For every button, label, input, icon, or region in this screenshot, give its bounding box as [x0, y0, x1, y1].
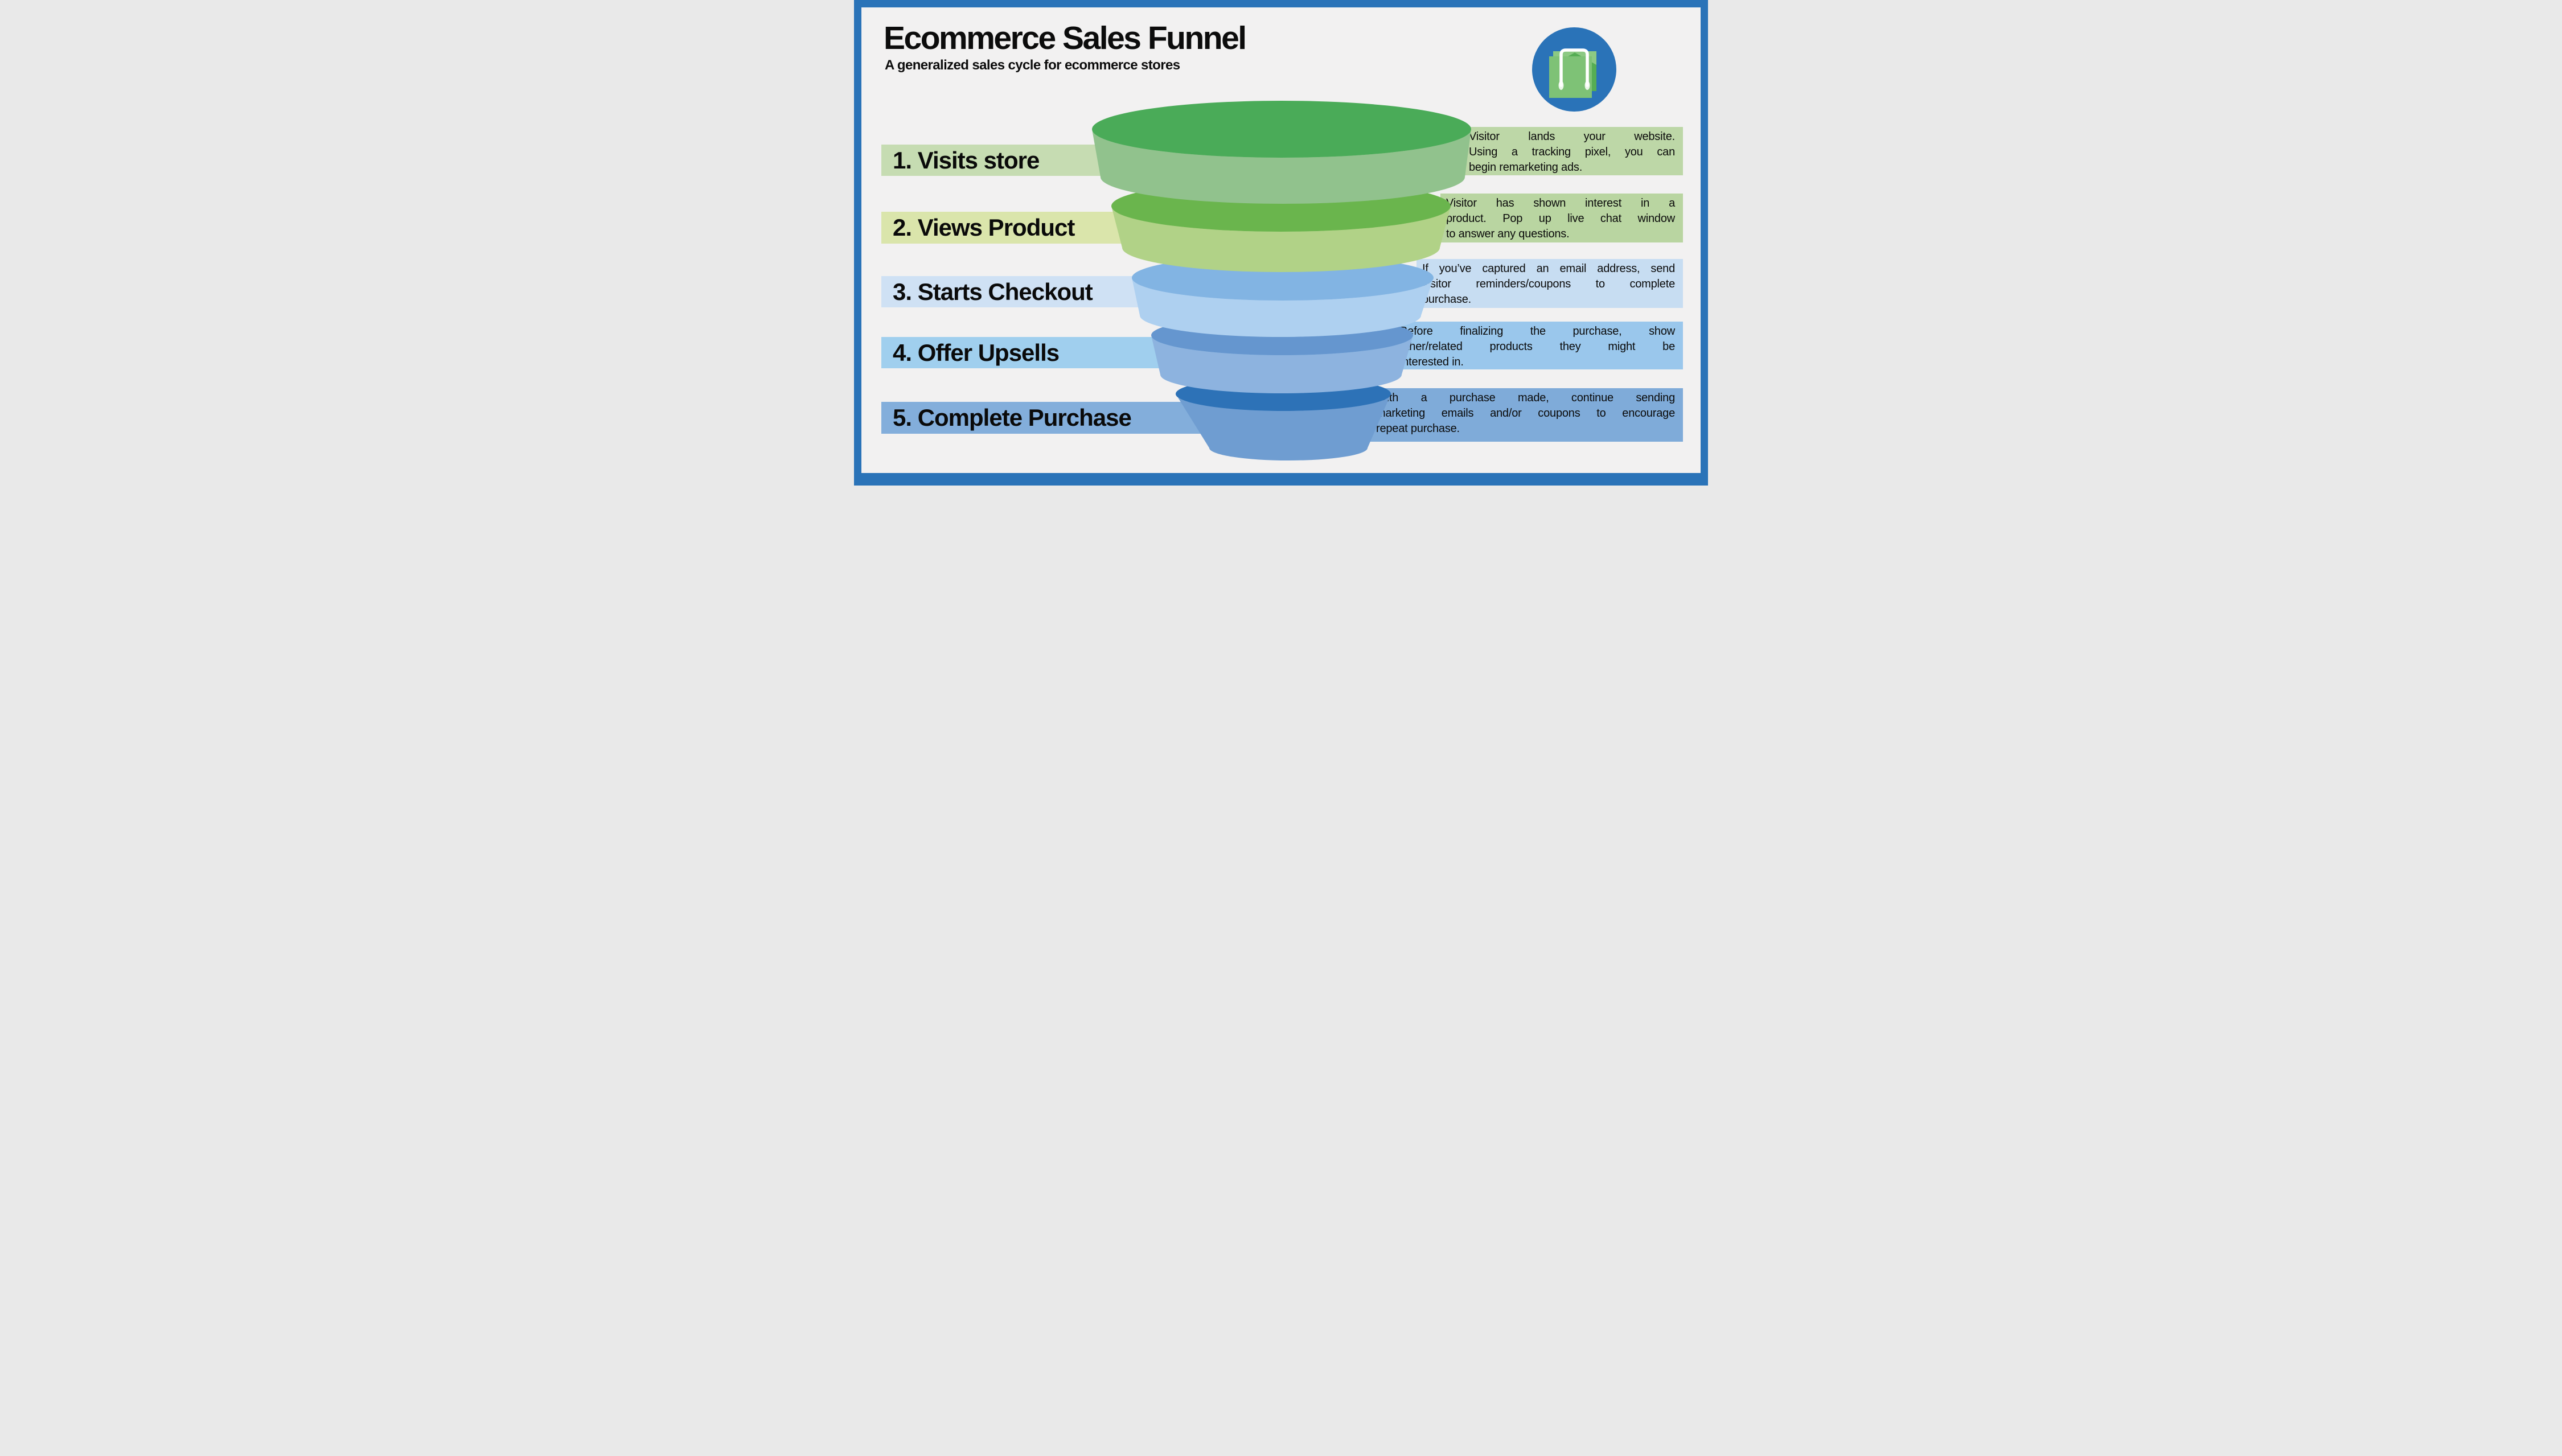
stage-2-label: 2. Views Product	[893, 214, 1075, 241]
stage-2-description-band: Visitor has shown interest in a product. …	[1440, 194, 1683, 242]
stage-4-label-band: 4. Offer Upsells	[881, 337, 1394, 368]
stage-3-description-line-1: If you’ve captured an email address, sen…	[1422, 262, 1675, 275]
frame-border-bottom	[854, 473, 1708, 486]
shopping-bag-icon	[1559, 48, 1589, 87]
frame-border-top	[854, 0, 1708, 7]
stage-1-label-band: 1. Visits store	[881, 145, 1463, 176]
stage-3-label: 3. Starts Checkout	[893, 278, 1093, 305]
stage-1-description-line-1: Visitor lands your website.	[1469, 130, 1675, 143]
stage-5-description-band: With a purchase made, continue sending ma…	[1370, 388, 1683, 442]
stage-1-description-line-3: begin remarketing ads.	[1469, 161, 1583, 174]
stage-5-description-line-3: repeat purchase.	[1376, 422, 1460, 435]
stage-5-description-line-2: marketing emails and/or coupons to encou…	[1376, 407, 1675, 419]
stage-3-description-line-3: purchase.	[1422, 293, 1472, 306]
stage-5-description-line-1: With a purchase made, continue sending	[1376, 392, 1675, 404]
stage-3-description-band: If you’ve captured an email address, sen…	[1417, 259, 1683, 308]
frame-border-right	[1701, 0, 1708, 486]
stage-5-label-band: 5. Complete Purchase	[881, 402, 1370, 434]
stage-2-description-line-3: to answer any questions.	[1446, 228, 1570, 240]
stage-3-label-band: 3. Starts Checkout	[881, 276, 1417, 307]
stage-4-label: 4. Offer Upsells	[893, 339, 1060, 366]
stage-1-description-band: Visitor lands your website. Using a track…	[1463, 127, 1683, 175]
stage-3-description-line-2: visitor reminders/coupons to complete	[1422, 278, 1675, 290]
page-subtitle: A generalized sales cycle for ecommerce …	[885, 57, 1180, 73]
stage-2-description-line-1: Visitor has shown interest in a	[1446, 197, 1675, 209]
stage-4-description-line-1: Before finalizing the purchase, show	[1400, 325, 1675, 338]
stage-2-label-band: 2. Views Product	[881, 212, 1440, 244]
frame-border-left	[854, 0, 861, 486]
stage-1-label: 1. Visits store	[893, 146, 1040, 174]
stage-2-description-line-2: product. Pop up live chat window	[1446, 212, 1675, 225]
stage-4-description-band: Before finalizing the purchase, show othe…	[1394, 322, 1683, 369]
stage-1-description-line-2: Using a tracking pixel, you can	[1469, 146, 1675, 158]
logo-badge	[1532, 27, 1616, 112]
page-title: Ecommerce Sales Funnel	[884, 20, 1247, 56]
shopping-bag-front	[1549, 56, 1592, 98]
handle-end-right	[1584, 81, 1590, 90]
stage-5-label: 5. Complete Purchase	[893, 404, 1132, 431]
stage-4-description-line-2: other/related products they might be	[1400, 340, 1675, 353]
stage-4-description-line-3: interested in.	[1400, 356, 1464, 368]
infographic-canvas: Ecommerce Sales Funnel A generalized sal…	[854, 0, 1708, 486]
handle-end-left	[1558, 81, 1564, 90]
